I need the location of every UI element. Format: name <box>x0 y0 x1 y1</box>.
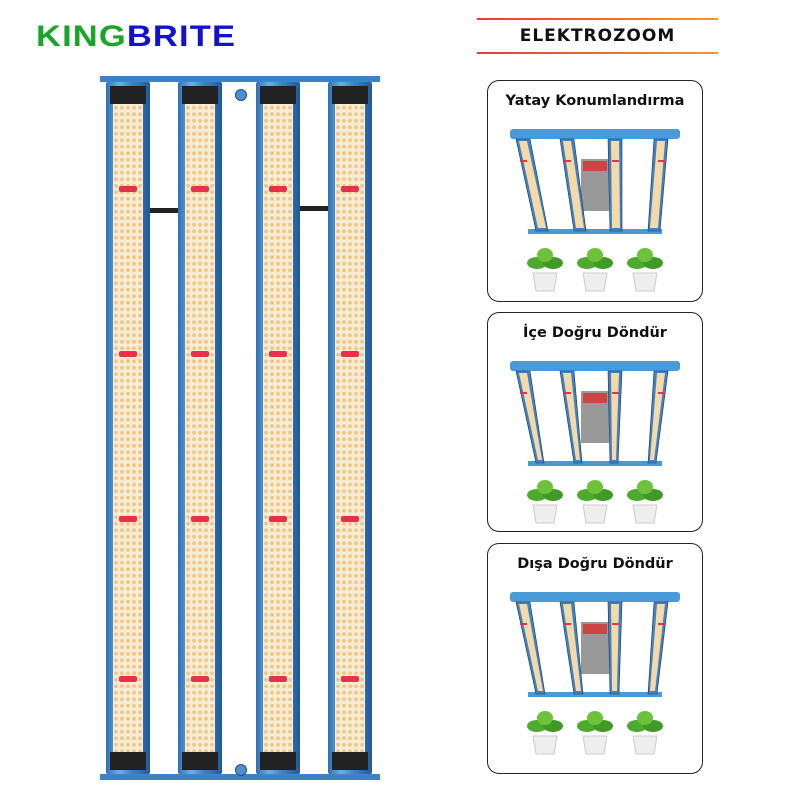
light-bar <box>106 76 150 780</box>
red-led-cluster <box>269 676 287 682</box>
panel-title: Yatay Konumlandırma <box>505 93 685 109</box>
connector-rod <box>296 206 332 211</box>
red-led-cluster <box>119 516 137 522</box>
red-led-cluster <box>191 351 209 357</box>
red-led-cluster <box>269 186 287 192</box>
panel-inward: İçe Doğru Döndür <box>487 312 703 532</box>
fixture-illustration <box>510 592 680 755</box>
red-led-cluster <box>269 516 287 522</box>
red-led-cluster <box>191 676 209 682</box>
light-bar <box>328 76 372 780</box>
logo-brite: BRITE <box>126 20 237 53</box>
light-bar <box>256 76 300 780</box>
red-led-cluster <box>269 351 287 357</box>
red-led-cluster <box>341 676 359 682</box>
logo-king: KING <box>36 20 127 53</box>
fixture-illustration <box>510 129 680 292</box>
light-bar <box>178 76 222 780</box>
red-led-cluster <box>191 186 209 192</box>
panel-title: Dışa Doğru Döndür <box>517 556 673 572</box>
panel-flat: Yatay Konumlandırma <box>487 80 703 302</box>
panel-title: İçe Doğru Döndür <box>523 325 667 341</box>
red-led-cluster <box>119 676 137 682</box>
hinge-icon <box>235 89 247 101</box>
red-led-cluster <box>341 351 359 357</box>
elektrozoom-logo: ELEKTROZOOM <box>477 18 718 54</box>
seller-name: ELEKTROZOOM <box>519 26 676 46</box>
red-led-cluster <box>119 351 137 357</box>
red-led-cluster <box>191 516 209 522</box>
red-led-cluster <box>341 516 359 522</box>
top-bracket <box>100 76 380 82</box>
red-led-cluster <box>341 186 359 192</box>
panel-outward: Dışa Doğru Döndür <box>487 543 703 774</box>
red-led-cluster <box>119 186 137 192</box>
fixture-illustration <box>510 361 680 524</box>
bottom-bracket <box>100 774 380 780</box>
kingbrite-logo: KINGBRITE <box>36 22 236 52</box>
hinge-icon <box>235 764 247 776</box>
connector-rod <box>148 208 184 213</box>
